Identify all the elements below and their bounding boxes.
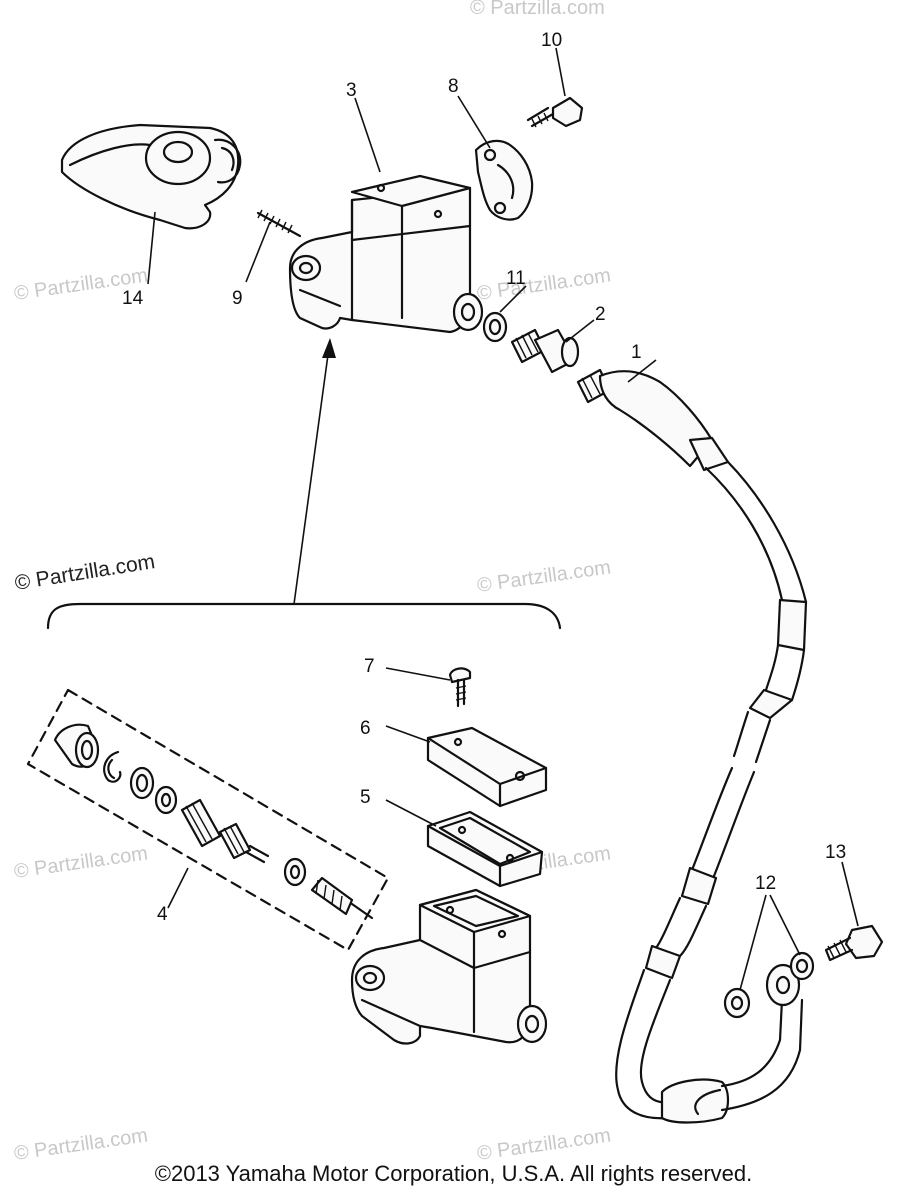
part-labels: 1 2 3 4 5 6 7 8 9 10 11 12 13 14 <box>122 30 846 925</box>
part-14-cover <box>60 123 242 230</box>
part-3-master-cylinder <box>288 174 484 334</box>
part-7-screw <box>448 667 472 708</box>
part-10-bolt <box>526 96 584 128</box>
part-5-diaphragm <box>426 810 544 888</box>
part-11-washer <box>482 311 508 343</box>
leader-lines <box>147 47 859 991</box>
part-13-bolt <box>824 924 884 962</box>
watermark: © Partzilla.com <box>470 0 605 19</box>
label-14: 14 <box>122 288 144 309</box>
watermark: © Partzilla.com <box>476 264 613 305</box>
master-cylinder-body <box>350 888 548 1045</box>
part-8-clamp <box>474 139 534 221</box>
label-8: 8 <box>448 76 459 97</box>
watermark: © Partzilla.com <box>476 1124 613 1165</box>
label-10: 10 <box>541 30 562 51</box>
exploded-view-bracket <box>46 338 562 630</box>
watermark: © Partzilla.com <box>13 1124 150 1165</box>
label-4: 4 <box>157 904 168 925</box>
label-12: 12 <box>755 873 776 894</box>
part-12-washers <box>723 951 815 1019</box>
arrow-head <box>322 338 336 358</box>
label-3: 3 <box>346 80 357 101</box>
part-9-screw <box>256 209 302 238</box>
label-13: 13 <box>825 842 846 863</box>
part-1-brake-hose <box>576 368 808 1124</box>
label-5: 5 <box>360 787 371 808</box>
watermark: © Partzilla.com <box>476 556 613 597</box>
label-1: 1 <box>631 342 642 363</box>
copyright-notice: ©2013 Yamaha Motor Corporation, U.S.A. A… <box>154 1161 753 1186</box>
label-6: 6 <box>360 718 371 739</box>
label-2: 2 <box>595 304 606 325</box>
label-11: 11 <box>506 268 526 289</box>
watermark: © Partzilla.com <box>13 842 150 883</box>
part-2-union-bolt <box>510 328 580 374</box>
part-6-reservoir-cap <box>426 726 548 808</box>
label-9: 9 <box>232 288 243 309</box>
label-7: 7 <box>364 656 375 677</box>
watermark: © Partzilla.com <box>13 550 156 595</box>
part-4-piston-kit <box>26 688 390 952</box>
